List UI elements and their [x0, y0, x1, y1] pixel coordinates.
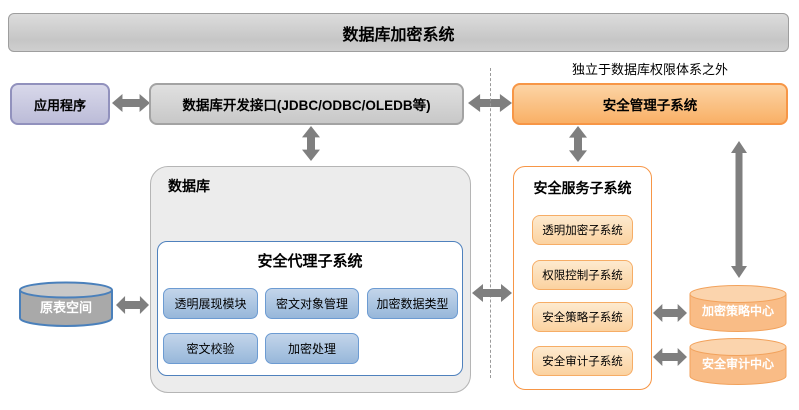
security-service-title: 安全服务子系统 — [533, 180, 632, 196]
arrow-management-policy-center — [731, 141, 747, 278]
service-security-audit: 安全审计子系统 — [532, 346, 633, 376]
arrow-database-service — [472, 284, 512, 302]
module-label: 密文对象管理 — [275, 297, 348, 311]
security-management-label: 安全管理子系统 — [602, 98, 698, 113]
system-title-banner: 数据库加密系统 — [8, 13, 789, 52]
module-label: 透明展现模块 — [174, 297, 247, 311]
module-label: 加密数据类型 — [376, 297, 449, 311]
cylinder-shape — [689, 338, 787, 385]
audit-center-label: 安全审计中心 — [701, 357, 774, 371]
arrow-management-service — [569, 126, 587, 162]
module-label: 密文校验 — [186, 342, 235, 356]
db-interface-box: 数据库开发接口(JDBC/ODBC/OLEDB等) — [149, 83, 464, 125]
cylinder-shape — [689, 285, 787, 332]
service-permission-control: 权限控制子系统 — [532, 260, 633, 290]
tablespace-label: 原表空间 — [39, 300, 92, 315]
service-item-label: 安全审计子系统 — [542, 356, 623, 368]
policy-center-cylinder: 加密策略中心 — [688, 284, 788, 334]
service-item-label: 权限控制子系统 — [542, 270, 623, 282]
module-label: 加密处理 — [287, 342, 336, 356]
module-transparent-display: 透明展现模块 — [163, 288, 258, 319]
application-label: 应用程序 — [33, 97, 86, 113]
arrow-app-interface — [112, 94, 150, 112]
service-transparent-encryption: 透明加密子系统 — [532, 215, 633, 245]
service-security-policy: 安全策略子系统 — [532, 302, 633, 332]
system-title: 数据库加密系统 — [342, 26, 455, 44]
dashed-separator — [490, 68, 491, 378]
service-item-label: 透明加密子系统 — [542, 225, 623, 237]
module-encryption-process: 加密处理 — [265, 333, 359, 364]
application-box: 应用程序 — [10, 83, 110, 125]
module-encrypted-datatype: 加密数据类型 — [367, 288, 458, 319]
arrow-interface-database — [302, 126, 320, 161]
module-ciphertext-check: 密文校验 — [163, 333, 258, 364]
policy-center-label: 加密策略中心 — [701, 304, 774, 318]
database-title: 数据库 — [168, 178, 210, 194]
security-management-box: 安全管理子系统 — [512, 83, 788, 125]
independence-note: 独立于数据库权限体系之外 — [571, 62, 728, 77]
service-item-label: 安全策略子系统 — [542, 312, 623, 324]
audit-center-cylinder: 安全审计中心 — [688, 337, 788, 387]
db-interface-label: 数据库开发接口(JDBC/ODBC/OLEDB等) — [182, 98, 431, 113]
tablespace-cylinder: 原表空间 — [18, 281, 114, 328]
arrow-service-audit-center — [653, 348, 687, 366]
cylinder-shape — [19, 281, 113, 327]
module-ciphertext-object: 密文对象管理 — [265, 288, 359, 319]
arrow-service-policy-center — [653, 304, 687, 322]
arrow-tablespace-database — [116, 296, 149, 314]
security-agent-title: 安全代理子系统 — [257, 253, 363, 270]
